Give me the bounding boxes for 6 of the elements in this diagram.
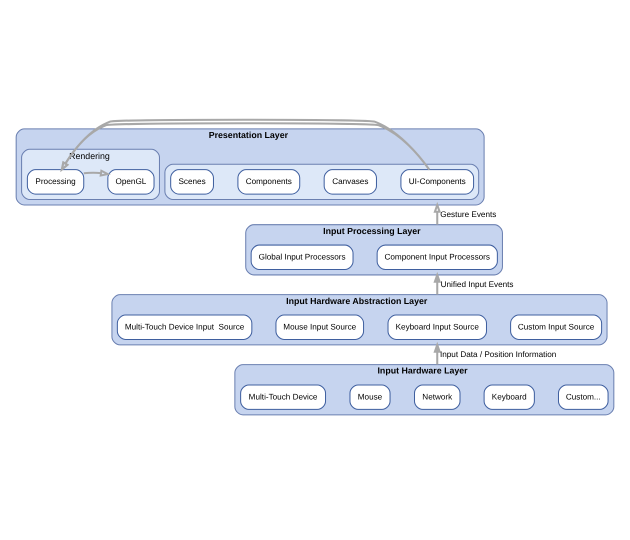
arrow — [84, 169, 111, 177]
arrow — [433, 342, 442, 365]
arrow — [433, 202, 442, 225]
arrow — [433, 272, 442, 295]
arrow — [60, 118, 430, 172]
cluster — [164, 164, 480, 200]
